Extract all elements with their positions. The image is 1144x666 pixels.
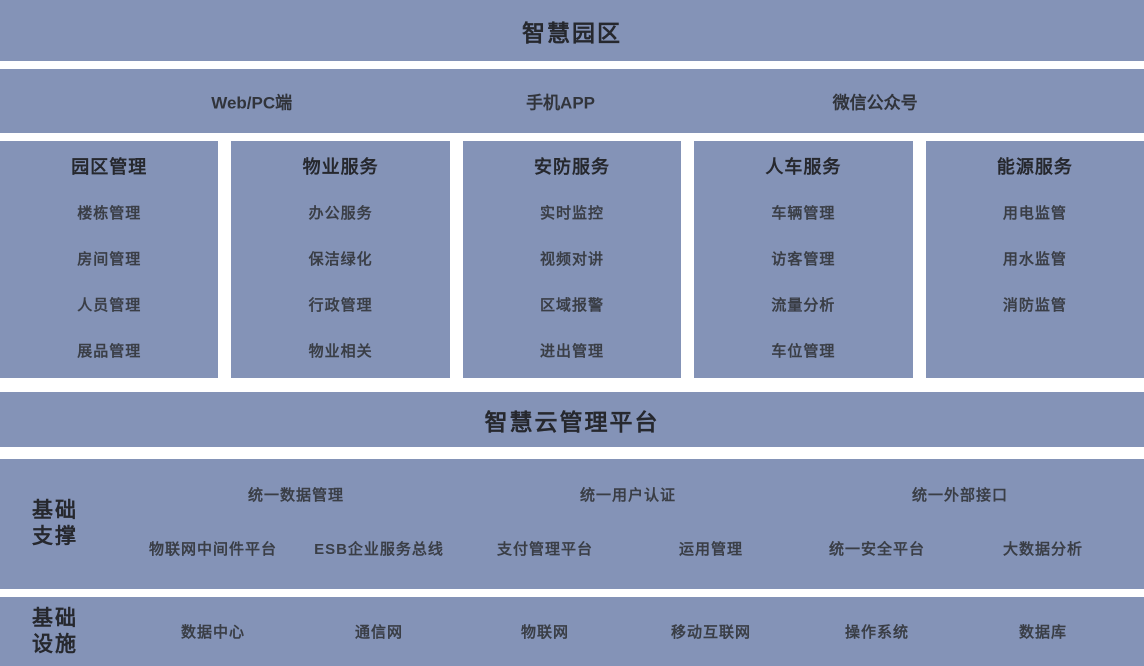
service-item: 车辆管理 — [771, 204, 836, 222]
column-items: 用电监管 用水监管 消防监管 — [1003, 189, 1067, 327]
service-item: 进出管理 — [540, 342, 605, 360]
column-items: 办公服务 保洁绿化 行政管理 物业相关 — [309, 189, 373, 373]
service-item: 楼栋管理 — [77, 204, 142, 222]
support-label: 基础 支撑 — [32, 499, 78, 548]
support-item: 物联网中间件平台 — [148, 540, 277, 558]
infrastructure-item: 数据库 — [1018, 624, 1067, 641]
column-items: 实时监控 视频对讲 区域报警 进出管理 — [540, 189, 604, 373]
infrastructure-band: 基础 设施 数据中心 通信网 物联网 移动互联网 操作系统 数据库 — [0, 597, 1144, 666]
service-item: 物业相关 — [308, 342, 373, 360]
column-title: 人车服务 — [765, 157, 842, 177]
support-row-2: 物联网中间件平台 ESB企业服务总线 支付管理平台 运用管理 统一安全平台 大数… — [130, 525, 1126, 571]
service-item: 用水监管 — [1002, 250, 1067, 268]
support-rows: 统一数据管理 统一用户认证 统一外部接口 物联网中间件平台 ESB企业服务总线 … — [130, 459, 1126, 589]
service-column-park-management: 园区管理 楼栋管理 房间管理 人员管理 展品管理 — [0, 141, 219, 378]
services-band: 园区管理 楼栋管理 房间管理 人员管理 展品管理 物业服务 办公服务 保洁绿化 … — [0, 141, 1144, 378]
support-item: 大数据分析 — [1002, 540, 1083, 558]
service-item: 区域报警 — [540, 296, 605, 314]
terminal-wechat: 微信公众号 — [832, 93, 918, 113]
terminals-band: Web/PC端 手机APP 微信公众号 — [0, 69, 1144, 133]
service-item: 实时监控 — [540, 204, 605, 222]
service-column-energy-service: 能源服务 用电监管 用水监管 消防监管 — [925, 141, 1144, 378]
column-items: 楼栋管理 房间管理 人员管理 展品管理 — [77, 189, 141, 373]
support-item: 统一外部接口 — [911, 486, 1008, 504]
support-item: 统一安全平台 — [828, 540, 925, 558]
service-item: 房间管理 — [77, 250, 142, 268]
column-title: 园区管理 — [71, 157, 148, 177]
cloud-platform-title: 智慧云管理平台 — [484, 408, 660, 435]
service-column-security-service: 安防服务 实时监控 视频对讲 区域报警 进出管理 — [462, 141, 682, 378]
service-item: 访客管理 — [771, 250, 836, 268]
service-item: 消防监管 — [1002, 296, 1067, 314]
page-title: 智慧园区 — [522, 19, 622, 46]
service-item: 流量分析 — [771, 296, 836, 314]
infrastructure-item: 操作系统 — [844, 624, 909, 641]
terminal-mobile-app: 手机APP — [526, 93, 596, 113]
column-title: 安防服务 — [534, 157, 611, 177]
column-items: 车辆管理 访客管理 流量分析 车位管理 — [771, 189, 835, 373]
infrastructure-item: 通信网 — [354, 624, 403, 641]
service-item: 车位管理 — [771, 342, 836, 360]
column-title: 能源服务 — [996, 157, 1073, 177]
infrastructure-item: 数据中心 — [180, 624, 245, 641]
support-row-1: 统一数据管理 统一用户认证 统一外部接口 — [130, 471, 1126, 517]
service-item: 人员管理 — [77, 296, 142, 314]
column-title: 物业服务 — [302, 157, 379, 177]
infrastructure-label: 基础 设施 — [32, 606, 78, 656]
support-item: 支付管理平台 — [496, 540, 593, 558]
infrastructure-item: 物联网 — [520, 624, 569, 641]
infrastructure-rows: 数据中心 通信网 物联网 移动互联网 操作系统 数据库 — [130, 597, 1126, 666]
title-band: 智慧园区 — [0, 0, 1144, 61]
terminal-web-pc: Web/PC端 — [211, 93, 293, 113]
support-band: 基础 支撑 统一数据管理 统一用户认证 统一外部接口 物联网中间件平台 ESB企… — [0, 459, 1144, 589]
service-item: 行政管理 — [308, 296, 373, 314]
service-column-people-vehicle-service: 人车服务 车辆管理 访客管理 流量分析 车位管理 — [694, 141, 913, 378]
service-item: 展品管理 — [77, 342, 142, 360]
service-column-property-service: 物业服务 办公服务 保洁绿化 行政管理 物业相关 — [231, 141, 450, 378]
support-item: 统一用户认证 — [579, 486, 676, 504]
infrastructure-row: 数据中心 通信网 物联网 移动互联网 操作系统 数据库 — [130, 597, 1126, 666]
support-item: ESB企业服务总线 — [314, 540, 444, 558]
support-item: 运用管理 — [678, 540, 743, 558]
service-item: 视频对讲 — [540, 250, 605, 268]
service-item: 办公服务 — [308, 204, 373, 222]
service-item: 保洁绿化 — [308, 250, 373, 268]
cloud-platform-band: 智慧云管理平台 — [0, 392, 1144, 447]
support-item: 统一数据管理 — [247, 486, 344, 504]
service-item: 用电监管 — [1002, 204, 1067, 222]
infrastructure-item: 移动互联网 — [670, 624, 751, 641]
